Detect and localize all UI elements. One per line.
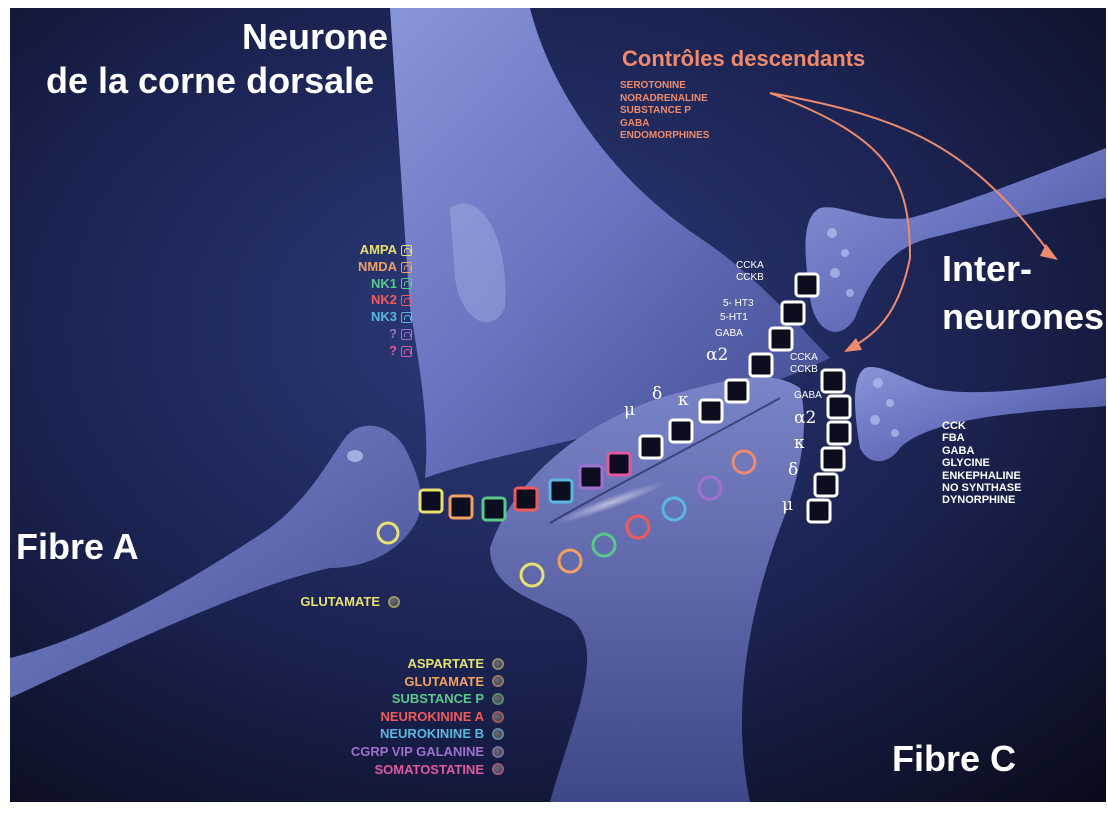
descending-list: SEROTONINE NORADRENALINE SUBSTANCE P GAB… — [620, 80, 709, 143]
vesicle-icon — [388, 596, 400, 608]
fibre-a-highlight — [347, 450, 363, 462]
neuron-illustration — [10, 8, 1106, 802]
receptor-legend: AMPA NMDA NK1 NK2 NK3 ? ? — [300, 242, 412, 360]
receptor-icon — [401, 278, 412, 289]
neurotransmitter-row: NEUROKININE B — [310, 725, 504, 743]
vesicle-icon — [492, 763, 504, 775]
lower-rec-delta: δ — [788, 460, 798, 480]
receptor-icon — [401, 312, 412, 323]
upper-rec-cckb: CCKB — [736, 272, 764, 283]
neurotransmitter-row: SOMATOSTATINE — [310, 761, 504, 779]
receptor-icon — [401, 262, 412, 273]
receptor-legend-row: NMDA — [300, 259, 412, 276]
neurotransmitter-label: NEUROKININE A — [380, 708, 484, 726]
neurotransmitter-label: SUBSTANCE P — [392, 690, 484, 708]
neurotransmitter-label: SOMATOSTATINE — [374, 761, 484, 779]
neurotransmitter-row: ASPARTATE — [310, 655, 504, 673]
upper-rec-delta: δ — [652, 384, 662, 404]
lower-rec-mu: μ — [782, 495, 793, 515]
neurotransmitter-label: GLUTAMATE — [404, 673, 484, 691]
receptor-icon — [401, 329, 412, 340]
title-line-1: Neurone — [242, 16, 388, 58]
glutamate-fibre-a: GLUTAMATE — [260, 594, 400, 609]
neurotransmitter-label: ASPARTATE — [407, 655, 484, 673]
receptor-icon — [401, 295, 412, 306]
lower-rec-cckb: CCKB — [790, 364, 818, 375]
receptor-icon — [401, 346, 412, 357]
receptor-label: NK3 — [371, 309, 397, 326]
diagram-frame: Neurone de la corne dorsale Contrôles de… — [10, 8, 1106, 802]
neurotransmitter-row: GLUTAMATE — [310, 673, 504, 691]
neurotransmitter-label: NEUROKININE B — [380, 725, 484, 743]
upper-rec-alpha2: α2 — [706, 345, 728, 365]
descending-heading: Contrôles descendants — [622, 46, 865, 72]
substance-item: CCK — [942, 420, 1021, 432]
lower-rec-alpha2: α2 — [794, 408, 816, 428]
descending-item: ENDOMORPHINES — [620, 130, 709, 143]
neurotransmitter-label: CGRP VIP GALANINE — [351, 743, 484, 761]
substance-item: DYNORPHINE — [942, 494, 1021, 506]
upper-rec-mu: μ — [624, 400, 635, 420]
receptor-legend-row: NK3 — [300, 309, 412, 326]
fibre-c-label: Fibre C — [892, 738, 1016, 780]
vesicle-icon — [492, 658, 504, 670]
neurotransmitter-row: SUBSTANCE P — [310, 690, 504, 708]
receptor-legend-row: ? — [300, 326, 412, 343]
upper-rec-5ht1: 5-HT1 — [720, 312, 748, 323]
upper-rec-kappa: κ — [678, 390, 689, 410]
substance-item: FBA — [942, 432, 1021, 444]
substance-item: GLYCINE — [942, 457, 1021, 469]
neurotransmitter-legend: ASPARTATE GLUTAMATE SUBSTANCE P NEUROKIN… — [310, 655, 504, 778]
upper-rec-5ht3: 5- HT3 — [723, 298, 754, 309]
vesicle-icon — [492, 728, 504, 740]
lower-rec-kappa: κ — [794, 433, 805, 453]
vesicle-icon — [492, 711, 504, 723]
upper-rec-gaba: GABA — [715, 328, 743, 339]
descending-item: GABA — [620, 118, 709, 131]
neurotransmitter-row: CGRP VIP GALANINE — [310, 743, 504, 761]
substance-item: GABA — [942, 445, 1021, 457]
receptor-label: NK1 — [371, 276, 397, 293]
substance-item: NO SYNTHASE — [942, 482, 1021, 494]
receptor-label: AMPA — [360, 242, 397, 259]
receptor-legend-row: NK2 — [300, 292, 412, 309]
receptor-legend-row: ? — [300, 343, 412, 360]
glutamate-row: GLUTAMATE — [260, 594, 400, 609]
upper-rec-ccka: CCKA — [736, 260, 764, 271]
receptor-legend-row: AMPA — [300, 242, 412, 259]
receptor-legend-row: NK1 — [300, 276, 412, 293]
descending-item: NORADRENALINE — [620, 93, 709, 106]
title-line-2: de la corne dorsale — [46, 60, 374, 102]
receptor-label: NK2 — [371, 292, 397, 309]
lower-rec-gaba: GABA — [794, 390, 822, 401]
descending-item: SEROTONINE — [620, 80, 709, 93]
fibre-a-label: Fibre A — [16, 526, 139, 568]
receptor-label: NMDA — [358, 259, 397, 276]
descending-item: SUBSTANCE P — [620, 105, 709, 118]
receptor-icon — [401, 245, 412, 256]
substance-item: ENKEPHALINE — [942, 470, 1021, 482]
glutamate-label: GLUTAMATE — [300, 594, 380, 609]
vesicle-icon — [492, 746, 504, 758]
vesicle-icon — [492, 675, 504, 687]
interneurones-line-2: neurones — [942, 296, 1104, 338]
lower-rec-ccka: CCKA — [790, 352, 818, 363]
vesicle-icon — [492, 693, 504, 705]
interneuron-substances: CCK FBA GABA GLYCINE ENKEPHALINE NO SYNT… — [942, 420, 1021, 507]
neurotransmitter-row: NEUROKININE A — [310, 708, 504, 726]
receptor-label: ? — [389, 343, 397, 360]
interneurones-line-1: Inter- — [942, 248, 1032, 290]
receptor-label: ? — [389, 326, 397, 343]
